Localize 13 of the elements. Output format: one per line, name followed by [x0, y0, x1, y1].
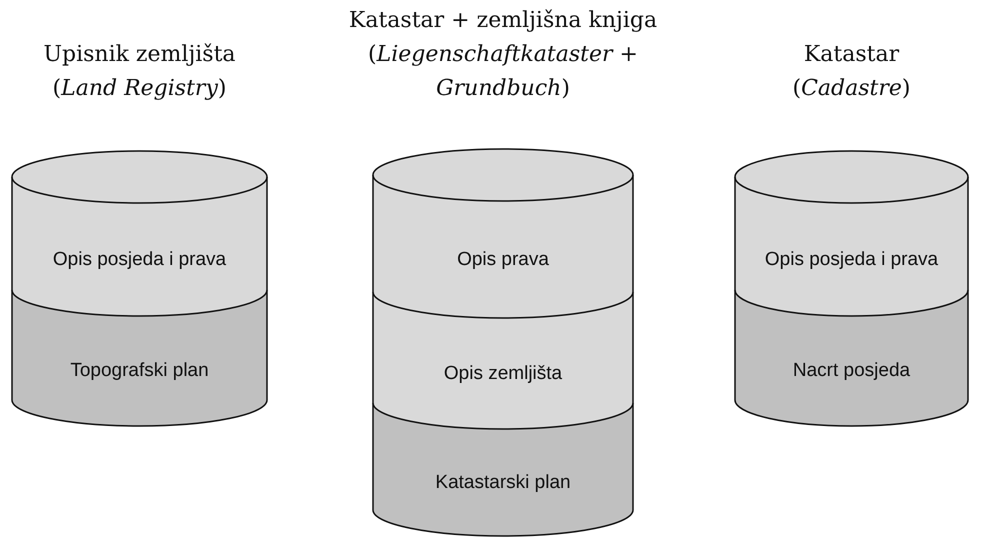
segment-label: Topografski plan [70, 359, 209, 383]
segment-label: Opis posjeda i prava [764, 248, 938, 272]
segment-label: Opis prava [457, 248, 549, 272]
heading: Katastar [802, 41, 900, 69]
subheading: (Land Registry) [52, 75, 228, 103]
segment-label: Opis zemljišta [444, 362, 562, 386]
subheading: (Cadastre) [791, 75, 912, 103]
heading: Katastar + zemljišna knjiga [348, 7, 658, 35]
subheading: (Liegenschaftkataster + Grundbuch) [367, 41, 639, 103]
heading: Upisnik zemljišta [42, 41, 237, 69]
segment-label: Katastarski plan [435, 470, 571, 494]
segment-label: Nacrt posjeda [792, 359, 910, 383]
segment-label: Opis posjeda i prava [52, 248, 226, 272]
